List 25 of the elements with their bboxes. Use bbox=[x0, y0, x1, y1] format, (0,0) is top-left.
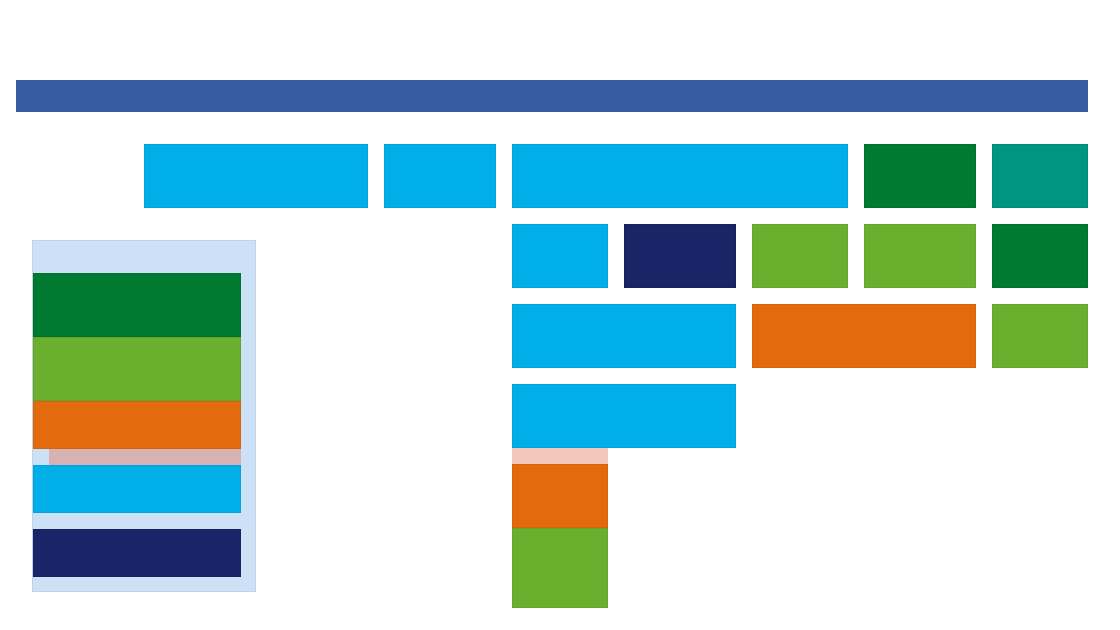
tile bbox=[992, 224, 1088, 288]
tile bbox=[33, 529, 241, 577]
tile bbox=[752, 224, 848, 288]
tile bbox=[512, 304, 736, 368]
header-bar bbox=[16, 80, 1088, 112]
tile bbox=[33, 401, 241, 449]
tile bbox=[624, 224, 736, 288]
tile bbox=[512, 144, 848, 208]
stripe bbox=[49, 449, 241, 465]
tile bbox=[512, 464, 608, 528]
tile bbox=[992, 304, 1088, 368]
tile bbox=[752, 304, 976, 368]
tile bbox=[33, 465, 241, 513]
tile bbox=[512, 384, 736, 448]
tile bbox=[864, 144, 976, 208]
tile bbox=[512, 528, 608, 608]
stripe bbox=[512, 448, 608, 464]
tile bbox=[864, 224, 976, 288]
tile bbox=[33, 337, 241, 401]
tile bbox=[384, 144, 496, 208]
tile bbox=[992, 144, 1088, 208]
tile bbox=[512, 224, 608, 288]
tile bbox=[144, 144, 368, 208]
panel-background bbox=[32, 240, 256, 592]
tile bbox=[33, 273, 241, 337]
